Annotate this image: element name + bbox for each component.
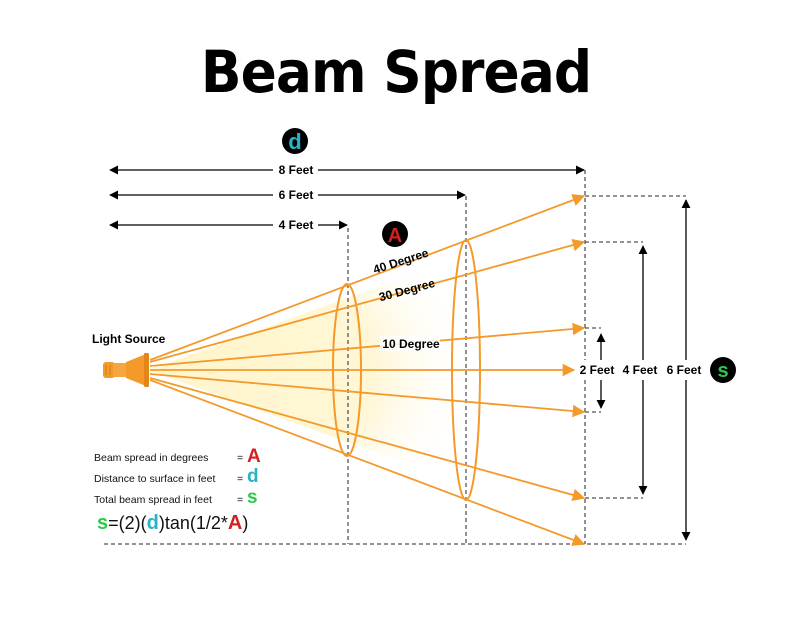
legend-row-angle: Beam spread in degrees = A — [94, 446, 261, 467]
beam-rays — [149, 194, 586, 546]
legend-text-spread: Total beam spread in feet — [94, 494, 212, 506]
page-title: Beam Spread — [200, 38, 592, 106]
distance-badge-letter: d — [288, 129, 301, 154]
flashlight-icon — [103, 353, 149, 387]
formula-part-3: ) — [242, 513, 249, 533]
formula-d: d — [146, 512, 159, 534]
legend-eq-distance: = — [237, 473, 244, 485]
distance-8ft-label: 8 Feet — [279, 163, 314, 177]
legend-eq-spread: = — [237, 494, 244, 506]
formula-s: s — [97, 512, 109, 534]
legend-sym-spread: s — [247, 487, 258, 508]
spread-6ft-label: 6 Feet — [667, 363, 702, 377]
spread-badge-letter: s — [717, 360, 728, 382]
formula-A: A — [227, 512, 243, 534]
spread-4ft-label: 4 Feet — [623, 363, 658, 377]
beam-cross-section-6ft — [451, 239, 481, 501]
formula-part-1: =(2)( — [108, 513, 147, 533]
legend-row-spread: Total beam spread in feet = s — [94, 487, 258, 508]
beam-spread-formula: s=(2)(d)tan(1/2*A) — [97, 512, 248, 535]
legend-text-distance: Distance to surface in feet — [94, 473, 216, 485]
light-source-label: Light Source — [92, 332, 166, 346]
spread-2ft-label: 2 Feet — [580, 363, 615, 377]
distance-6ft-label: 6 Feet — [279, 188, 314, 202]
legend-sym-angle: A — [247, 446, 261, 467]
angle-badge-letter: A — [388, 225, 402, 247]
legend-text-angle: Beam spread in degrees — [94, 452, 209, 464]
spread-dimensions: 2 Feet 4 Feet 6 Feet — [574, 199, 702, 541]
formula-part-2: )tan(1/2* — [158, 513, 228, 533]
distance-dimensions: 8 Feet 6 Feet 4 Feet — [109, 163, 585, 232]
guide-lines — [104, 170, 686, 545]
legend-eq-angle: = — [237, 452, 244, 464]
distance-4ft-label: 4 Feet — [279, 218, 314, 232]
legend-row-distance: Distance to surface in feet = d — [94, 466, 259, 487]
spread-badge — [710, 357, 736, 383]
beam-cross-section-4ft — [332, 283, 362, 457]
angle-10-label: 10 Degree — [382, 337, 440, 351]
angle-badge — [382, 221, 408, 247]
legend-sym-distance: d — [247, 466, 259, 487]
distance-badge — [282, 128, 308, 154]
